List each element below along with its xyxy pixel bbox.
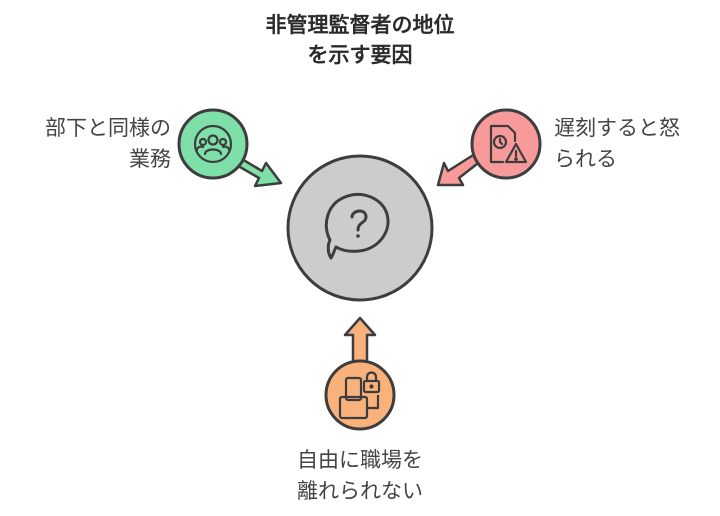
factor-label-right: 遅刻すると怒 られる	[554, 113, 714, 175]
arrow-bottom-to-center	[343, 316, 377, 364]
factor-label-left-line-1: 部下と同様の	[45, 116, 171, 140]
factor-label-bottom: 自由に職場を 離れられない	[260, 445, 460, 507]
factor-label-right-line-2: られる	[554, 147, 617, 171]
factor-label-right-line-1: 遅刻すると怒	[554, 116, 680, 140]
title-line-1: 非管理監督者の地位	[265, 13, 455, 37]
factor-label-bottom-line-2: 離れられない	[297, 479, 423, 503]
question-speech-bubble-icon	[324, 192, 390, 260]
factor-label-left-line-2: 業務	[129, 147, 171, 171]
factor-node-right	[470, 108, 542, 180]
team-icon	[193, 124, 233, 164]
factor-node-bottom	[324, 359, 396, 431]
factor-node-left	[177, 108, 249, 180]
title-line-2: を示す要因	[307, 43, 413, 67]
locked-folder-icon	[338, 371, 381, 420]
center-node	[286, 154, 434, 302]
diagram-title: 非管理監督者の地位 を示す要因	[0, 10, 720, 70]
factor-label-left: 部下と同様の 業務	[16, 113, 171, 175]
clock-document-warning-icon	[489, 124, 528, 164]
factor-label-bottom-line-1: 自由に職場を	[297, 448, 423, 472]
